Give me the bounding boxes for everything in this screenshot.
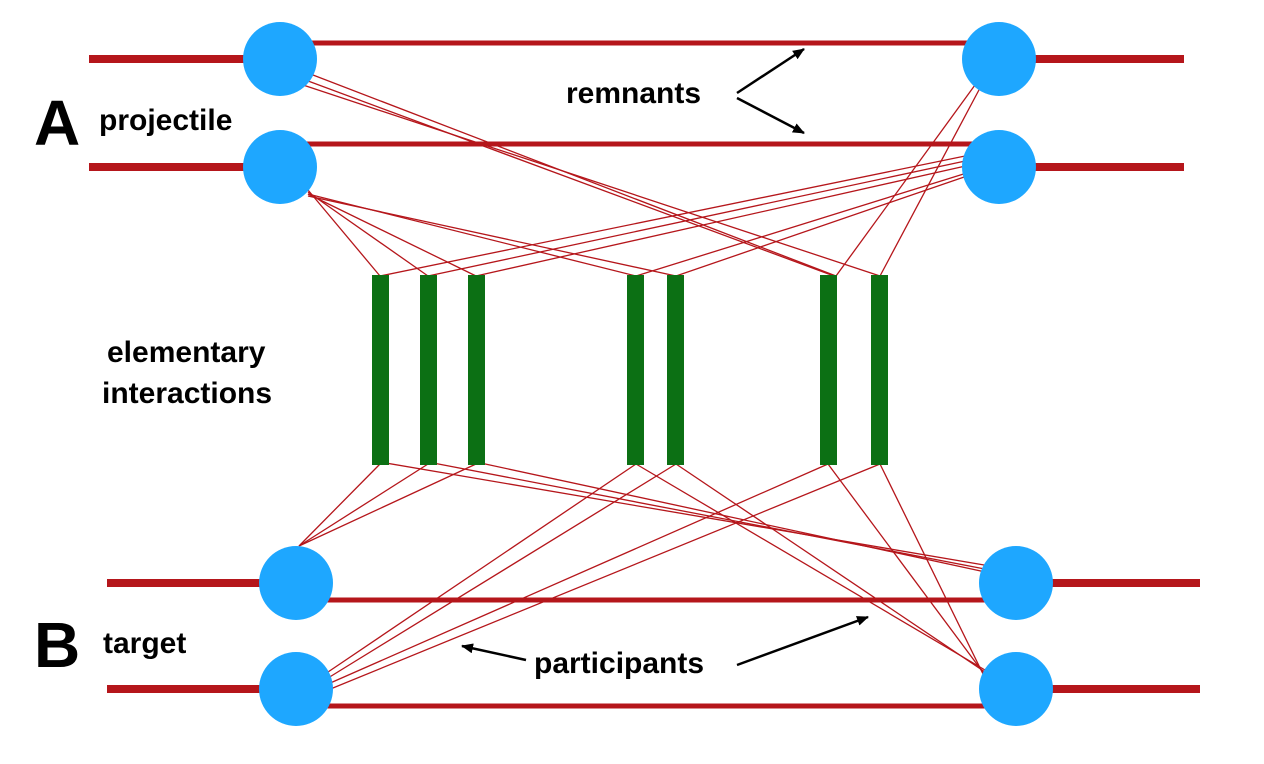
participants-label: participants <box>534 647 704 680</box>
nucleon-circle <box>259 652 333 726</box>
connection-line <box>298 463 477 547</box>
interaction-bar <box>468 275 485 465</box>
projectile-label: projectile <box>99 104 232 137</box>
nucleus-b-label: B <box>34 609 80 681</box>
nucleon-circle <box>962 22 1036 96</box>
connection-line <box>475 461 991 574</box>
connection-line <box>379 154 971 277</box>
connection-line <box>835 84 976 277</box>
connection-line <box>635 463 986 671</box>
nucleon-circle <box>979 546 1053 620</box>
connection-line <box>635 171 971 277</box>
elementary-label-line1: elementary <box>107 336 266 369</box>
interaction-bar <box>372 275 389 465</box>
interaction-bars <box>372 275 888 465</box>
remnants-arrow-upper <box>736 47 805 95</box>
participants-arrow-left <box>461 643 527 662</box>
connection-line <box>299 83 881 277</box>
connection-line <box>379 461 991 567</box>
interaction-bar <box>420 275 437 465</box>
nucleon-circle <box>243 130 317 204</box>
elementary-label-line2: interactions <box>102 377 272 410</box>
connection-line <box>427 159 971 277</box>
nucleons <box>243 22 1053 726</box>
connection-line <box>307 189 381 277</box>
connection-line <box>327 463 677 679</box>
nucleon-circle <box>259 546 333 620</box>
connection-line <box>307 193 477 277</box>
participants-arrow-right <box>736 615 869 667</box>
connection-line <box>307 191 429 277</box>
connection-line <box>879 463 986 679</box>
nucleon-circle <box>243 22 317 96</box>
nucleon-circle <box>979 652 1053 726</box>
connection-lines <box>298 69 991 691</box>
connection-line <box>299 77 835 277</box>
interaction-bar <box>871 275 888 465</box>
connection-line <box>298 463 381 547</box>
connection-line <box>327 463 881 691</box>
connection-line <box>427 461 991 571</box>
nucleon-circle <box>962 130 1036 204</box>
arrows <box>461 47 869 667</box>
connection-line <box>675 174 971 277</box>
connection-line <box>327 463 829 685</box>
interaction-bar <box>667 275 684 465</box>
connection-line <box>675 463 986 673</box>
interaction-bar <box>820 275 837 465</box>
connection-line <box>298 463 429 547</box>
remnants-label: remnants <box>566 77 701 110</box>
connection-line <box>307 195 677 277</box>
connection-line <box>327 463 637 673</box>
connection-line <box>879 87 981 277</box>
connection-line <box>827 463 986 676</box>
remnants-arrow-lower <box>736 96 805 135</box>
interaction-bar <box>627 275 644 465</box>
connection-line <box>475 164 971 277</box>
nucleus-a-label: A <box>34 87 80 159</box>
target-label: target <box>103 627 186 660</box>
